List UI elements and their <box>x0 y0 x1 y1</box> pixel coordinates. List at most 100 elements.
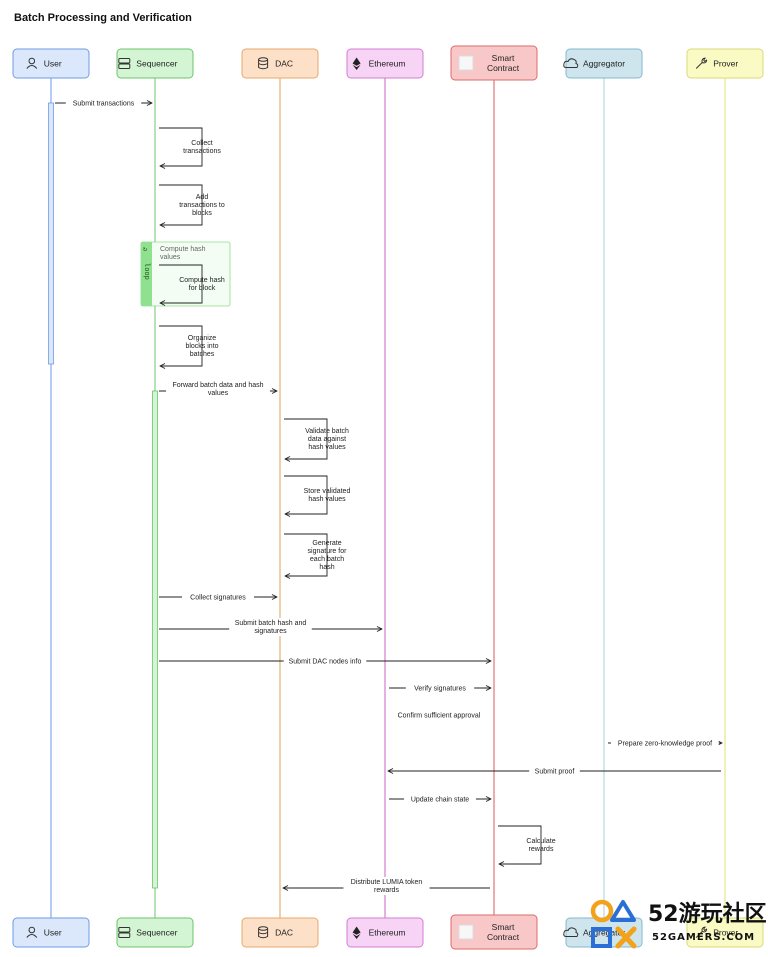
message-label: Submit batch hash and <box>235 620 307 627</box>
message-label: Generate <box>312 540 341 547</box>
message-10: Collect signatures <box>159 592 277 603</box>
message-label: Submit transactions <box>73 101 135 108</box>
cloud-icon <box>563 927 579 937</box>
cloud-icon <box>563 58 579 68</box>
participant-label: Prover <box>713 59 738 69</box>
message-label: hash values <box>308 496 346 503</box>
participant-label: Smart <box>492 53 515 63</box>
participant-ethereum-top: Ethereum <box>346 48 424 79</box>
message-label: Distribute LUMIA token <box>351 879 423 886</box>
self-message-arrow <box>498 825 542 864</box>
message-label: rewards <box>529 846 554 853</box>
message-label: transactions to <box>179 202 225 209</box>
message-1: Submit transactions <box>55 98 152 109</box>
message-label: signature for <box>308 548 348 555</box>
message-label: data against <box>308 436 346 443</box>
user-icon <box>26 926 38 938</box>
wrench-icon <box>695 57 708 69</box>
participant-label: Sequencer <box>136 928 177 938</box>
message-label: Compute hash <box>179 277 225 284</box>
participant-label: User <box>44 928 62 938</box>
participant-aggregator-top: Aggregator <box>563 48 643 79</box>
participant-label: User <box>44 59 62 69</box>
message-label: Submit proof <box>535 769 575 776</box>
self-message-arrow <box>159 127 203 166</box>
message-label: Submit DAC nodes info <box>289 659 362 666</box>
database-icon <box>258 57 269 70</box>
participant-label: Contract <box>487 63 520 73</box>
message-label: hash values <box>308 444 346 451</box>
participant-ethereum-bottom: Ethereum <box>346 917 424 948</box>
message-label: Validate batch <box>305 428 349 435</box>
ethereum-icon <box>352 926 361 939</box>
loop-icon: ↻ <box>143 245 147 253</box>
participant-label: Sequencer <box>136 59 177 69</box>
self-message-arrow <box>284 533 328 576</box>
ethereum-icon <box>352 57 361 70</box>
participant-prover-top: Prover <box>686 48 764 79</box>
participant-label: Smart <box>492 922 515 932</box>
message-label: Prepare zero-knowledge proof <box>618 741 712 748</box>
watermark-url: 52GAMERS.COM <box>652 932 756 943</box>
message-label: Collect signatures <box>190 595 246 602</box>
message-label: Add <box>196 194 209 201</box>
participant-dac-top: DAC <box>241 48 319 79</box>
self-message-arrow <box>284 475 328 514</box>
message-16: Submit proof <box>388 766 721 777</box>
participant-label: Contract <box>487 932 520 942</box>
message-17: Update chain state <box>389 794 491 805</box>
wrench-icon <box>695 926 708 938</box>
loop-label: Compute hash <box>160 246 206 253</box>
message-label: each batch <box>310 556 344 563</box>
server-icon <box>118 927 131 938</box>
message-label: signatures <box>254 628 287 635</box>
message-label: blocks into <box>185 343 218 350</box>
participant-sequencer-top: Sequencer <box>116 48 194 79</box>
message-13: Verify signatures <box>389 683 491 694</box>
message-label: Confirm sufficient approval <box>398 713 481 720</box>
message-label: Forward batch data and hash <box>172 382 263 389</box>
participant-label: Prover <box>713 928 738 938</box>
message-14: Confirm sufficient approval <box>387 710 491 721</box>
participant-label: DAC <box>275 928 293 938</box>
user-icon <box>26 57 38 69</box>
participant-user-bottom: User <box>12 917 90 948</box>
participant-user-top: User <box>12 48 90 79</box>
message-label: Verify signatures <box>414 686 466 693</box>
message-label: batches <box>190 351 215 358</box>
self-message-arrow <box>284 418 328 459</box>
message-label: transactions <box>183 148 221 155</box>
message-label: for block <box>189 285 216 292</box>
self-message-arrow <box>159 325 203 366</box>
watermark-shapes-icon <box>590 899 637 949</box>
watermark-text: 52游玩社区 <box>648 902 767 927</box>
loop-tag: loop <box>143 263 151 280</box>
diagram-title: Batch Processing and Verification <box>14 12 192 24</box>
message-label: rewards <box>374 887 399 894</box>
contract-icon <box>458 55 474 71</box>
loop-label: values <box>160 254 181 261</box>
watermark-logo: 52游玩社区 52GAMERS.COM <box>588 896 767 952</box>
message-15: Prepare zero-knowledge proof <box>608 738 722 749</box>
participant-dac-bottom: DAC <box>241 917 319 948</box>
message-label: values <box>208 390 229 397</box>
self-message-arrow <box>159 184 203 225</box>
participant-label: Ethereum <box>369 59 406 69</box>
participant-label: Aggregator <box>583 59 625 69</box>
server-icon <box>118 58 131 69</box>
message-label: blocks <box>192 210 212 217</box>
activation-sequencer <box>152 390 158 889</box>
message-label: hash <box>319 564 334 571</box>
